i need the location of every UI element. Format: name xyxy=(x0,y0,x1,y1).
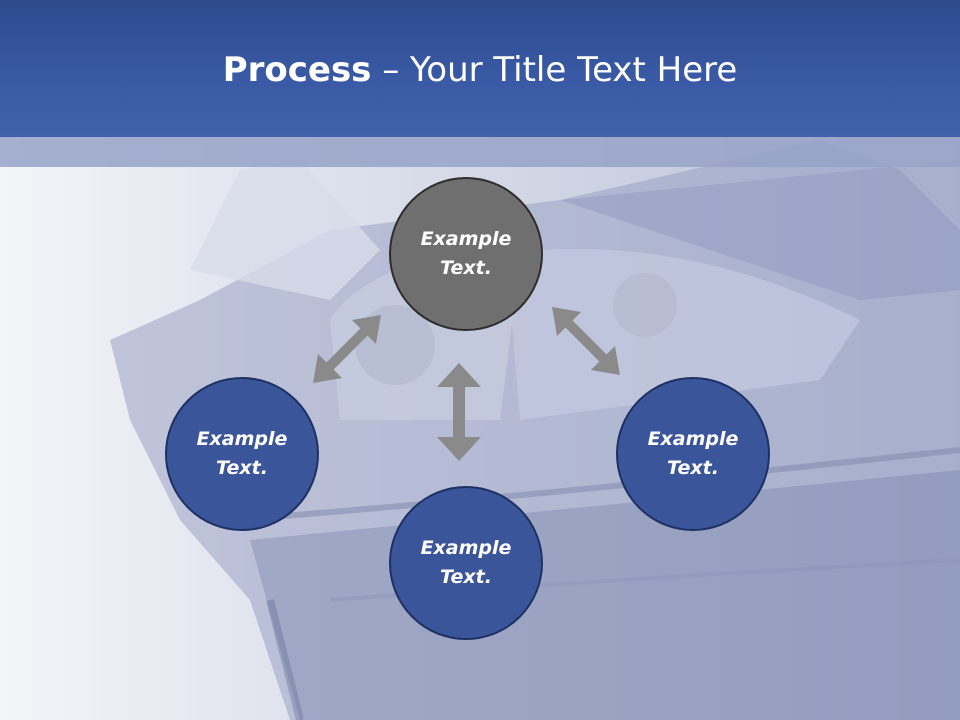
slide-title-bold: Process xyxy=(222,50,372,90)
slide-title: Process – Your Title Text Here xyxy=(0,50,960,90)
double-arrow-upper-right xyxy=(552,307,620,375)
process-node-label: Example Text. xyxy=(420,228,512,279)
process-node-bottom[interactable]: Example Text. xyxy=(389,486,543,640)
process-node-label: Example Text. xyxy=(420,537,512,588)
process-node-left[interactable]: Example Text. xyxy=(165,377,319,531)
double-arrow-upper-left xyxy=(313,315,381,383)
process-node-label: Example Text. xyxy=(196,428,288,479)
title-bar xyxy=(0,0,960,137)
double-arrow-vertical xyxy=(437,363,481,461)
process-node-label: Example Text. xyxy=(647,428,739,479)
process-node-right[interactable]: Example Text. xyxy=(616,377,770,531)
process-node-top[interactable]: Example Text. xyxy=(389,177,543,331)
slide-title-rest: – Your Title Text Here xyxy=(371,50,738,90)
title-underband xyxy=(0,137,960,167)
